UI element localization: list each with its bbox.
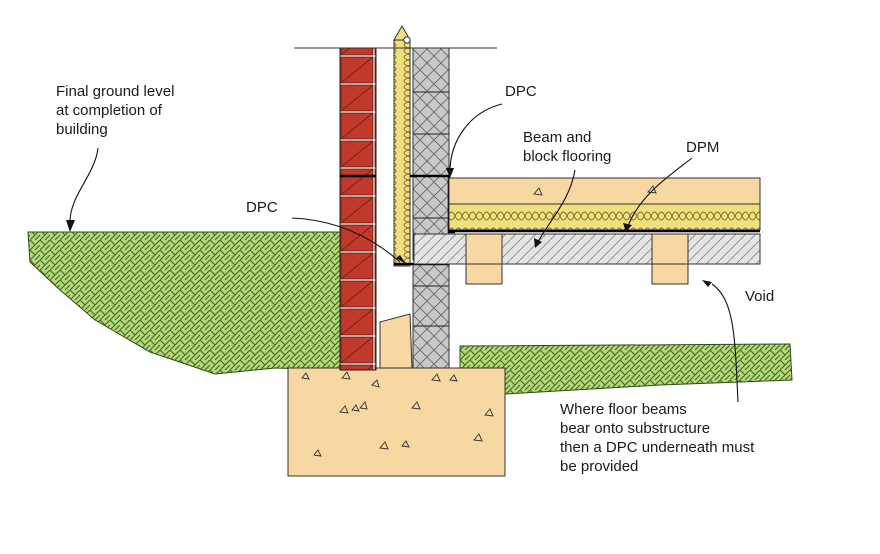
beam-downstand-right xyxy=(651,233,689,285)
label-beam-block-line1: Beam and xyxy=(523,129,591,146)
leader-dpm xyxy=(627,157,693,227)
arrow-beam-block xyxy=(534,238,542,248)
label-note-line1: Where floor beams xyxy=(560,401,687,418)
arrow-dpm xyxy=(623,223,632,232)
concrete-aggregate-marks xyxy=(301,371,494,457)
block-inner-leaf-lower xyxy=(412,263,450,369)
cavity-insulation xyxy=(393,39,411,267)
label-beam-block-line2: block flooring xyxy=(523,148,611,165)
arrow-dpc-lower xyxy=(396,255,406,264)
label-note-line3: then a DPC underneath must xyxy=(560,439,755,456)
leader-dpc-lower xyxy=(291,217,401,263)
arrow-dpc-upper xyxy=(446,168,454,178)
label-dpc-lower: DPC xyxy=(246,199,278,216)
label-beam-block-flooring: Beam and block flooring xyxy=(523,129,611,165)
leader-void-note xyxy=(711,283,739,403)
screed-aggregate-marks xyxy=(533,185,657,196)
cavity-tie-icon xyxy=(403,36,411,44)
arrow-final-ground xyxy=(66,220,75,232)
leader-final-ground xyxy=(69,147,99,223)
label-final-ground-line2: at completion of xyxy=(56,102,163,119)
beam-bearing-left xyxy=(465,233,503,285)
label-void: Void xyxy=(745,288,774,305)
label-note-line4: be provided xyxy=(560,458,638,475)
concrete-foundation xyxy=(287,367,506,477)
label-floor-beam-note: Where floor beams bear onto substructure… xyxy=(560,401,758,475)
ground-right xyxy=(459,343,793,395)
label-final-ground-line3: building xyxy=(56,121,108,138)
label-dpm: DPM xyxy=(686,139,719,156)
floor-insulation xyxy=(448,203,761,231)
brick-outer-leaf xyxy=(339,47,377,371)
label-final-ground-line1: Final ground level xyxy=(56,83,174,100)
label-dpc-upper: DPC xyxy=(505,83,537,100)
block-inner-leaf-upper xyxy=(412,47,450,261)
floor-screed xyxy=(448,177,761,205)
leader-dpc-upper xyxy=(449,103,503,173)
ground-left xyxy=(27,231,344,375)
leader-beam-block xyxy=(537,169,576,243)
label-final-ground-level: Final ground level at completion of buil… xyxy=(56,83,179,138)
arrow-void-note xyxy=(702,280,712,287)
label-note-line2: bear onto substructure xyxy=(560,420,710,437)
cavity-fill xyxy=(379,313,413,369)
